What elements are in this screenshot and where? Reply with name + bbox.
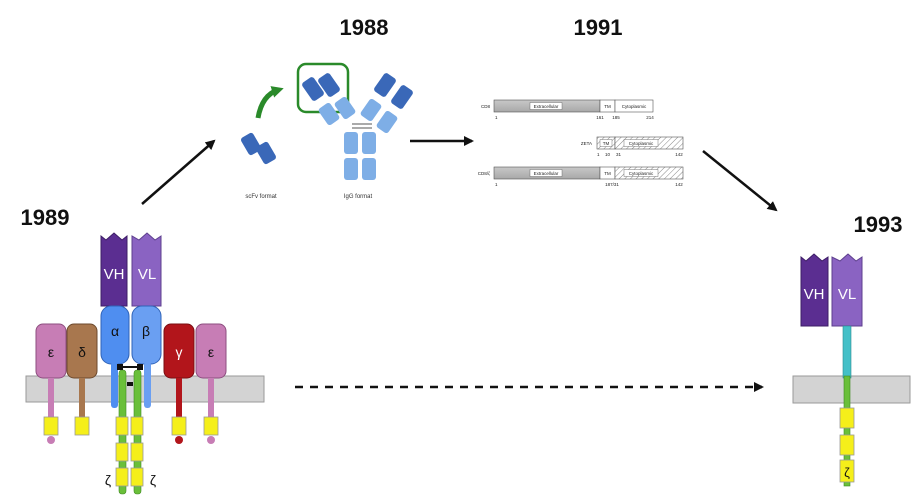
year-label-1989: 1989 [21, 205, 70, 230]
construct-name-cd8-zeta: CD8/ζ [478, 171, 490, 176]
fusion-pos: 187/31 [605, 182, 619, 187]
zeta-left-label: ζ [105, 472, 111, 488]
zeta-tm-label: TM [603, 141, 610, 146]
delta-label: δ [78, 344, 86, 360]
cd8-pos: 161 [596, 115, 604, 120]
cd8-pos: 185 [612, 115, 620, 120]
zeta-pos: 1 [597, 152, 600, 157]
gamma-label: γ [176, 344, 183, 360]
car-hinge [842, 325, 852, 379]
arrow-1991-to-1993 [702, 150, 778, 212]
year-label-1993: 1993 [854, 212, 903, 237]
construct-schematics: CD8 Extracellular TM Cytoplasmic 1 161 1… [478, 99, 684, 187]
chimeric-antigen-receptor: VH VL ζ [792, 253, 911, 487]
year-label-1988: 1988 [340, 15, 389, 40]
car-vl-label: VL [838, 286, 856, 303]
cell-membrane-right [792, 375, 911, 404]
zeta-cytoplasmic-label: Cytoplasmic [629, 141, 654, 146]
tcr-beta-label: β [142, 323, 150, 339]
igg-antibody [296, 62, 413, 180]
fusion-pos: 142 [675, 182, 683, 187]
tcr-alpha-label: α [111, 323, 119, 339]
zeta-pos: 142 [675, 152, 683, 157]
tcr-vl-domain [131, 232, 162, 307]
car-itam [839, 434, 855, 456]
green-curved-arrow-icon [255, 86, 284, 119]
car-vl-domain [831, 253, 863, 327]
epsilon-left-label: ε [48, 344, 54, 360]
car-vh-label: VH [804, 286, 825, 303]
car-itam [839, 407, 855, 429]
cd8-extracellular-label: Extracellular [534, 104, 559, 109]
scfv-format-label: scFv format [245, 194, 277, 200]
cd8-pos: 214 [646, 115, 654, 120]
fusion-cytoplasmic-label: Cytoplasmic [629, 171, 654, 176]
tcr-vh-label: VH [104, 266, 125, 283]
car-zeta-chain [843, 375, 851, 487]
antibody-formats: scFv format IgG format [241, 62, 413, 200]
car-zeta-label: ζ [844, 465, 850, 480]
scfv-fragment [241, 132, 276, 165]
zeta-pos: 31 [616, 152, 622, 157]
tcr-vh-domain [100, 232, 128, 307]
cd8-pos: 1 [495, 115, 498, 120]
cd8-tm-label: TM [604, 104, 611, 109]
fusion-pos: 1 [495, 182, 498, 187]
epsilon-right-label: ε [208, 344, 214, 360]
construct-name-zeta: ZETA [581, 141, 592, 146]
fusion-extracellular-label: Extracellular [534, 171, 559, 176]
arrow-1989-to-1988 [141, 139, 216, 205]
cd8-cytoplasmic-label: Cytoplasmic [622, 104, 647, 109]
car-itam [839, 459, 855, 483]
car-vh-domain [800, 253, 829, 327]
igg-format-label: IgG format [344, 194, 373, 200]
year-label-1991: 1991 [574, 15, 623, 40]
tcr-vl-label: VL [138, 266, 156, 283]
zeta-pos: 10 [605, 152, 611, 157]
cd3-zeta-dimer [115, 364, 144, 495]
zeta-right-label: ζ [150, 472, 156, 488]
construct-name-cd8: CD8 [481, 104, 490, 109]
tcr-complex: VH VL α β ε δ γ ε [25, 232, 265, 495]
fusion-tm-label: TM [604, 171, 611, 176]
